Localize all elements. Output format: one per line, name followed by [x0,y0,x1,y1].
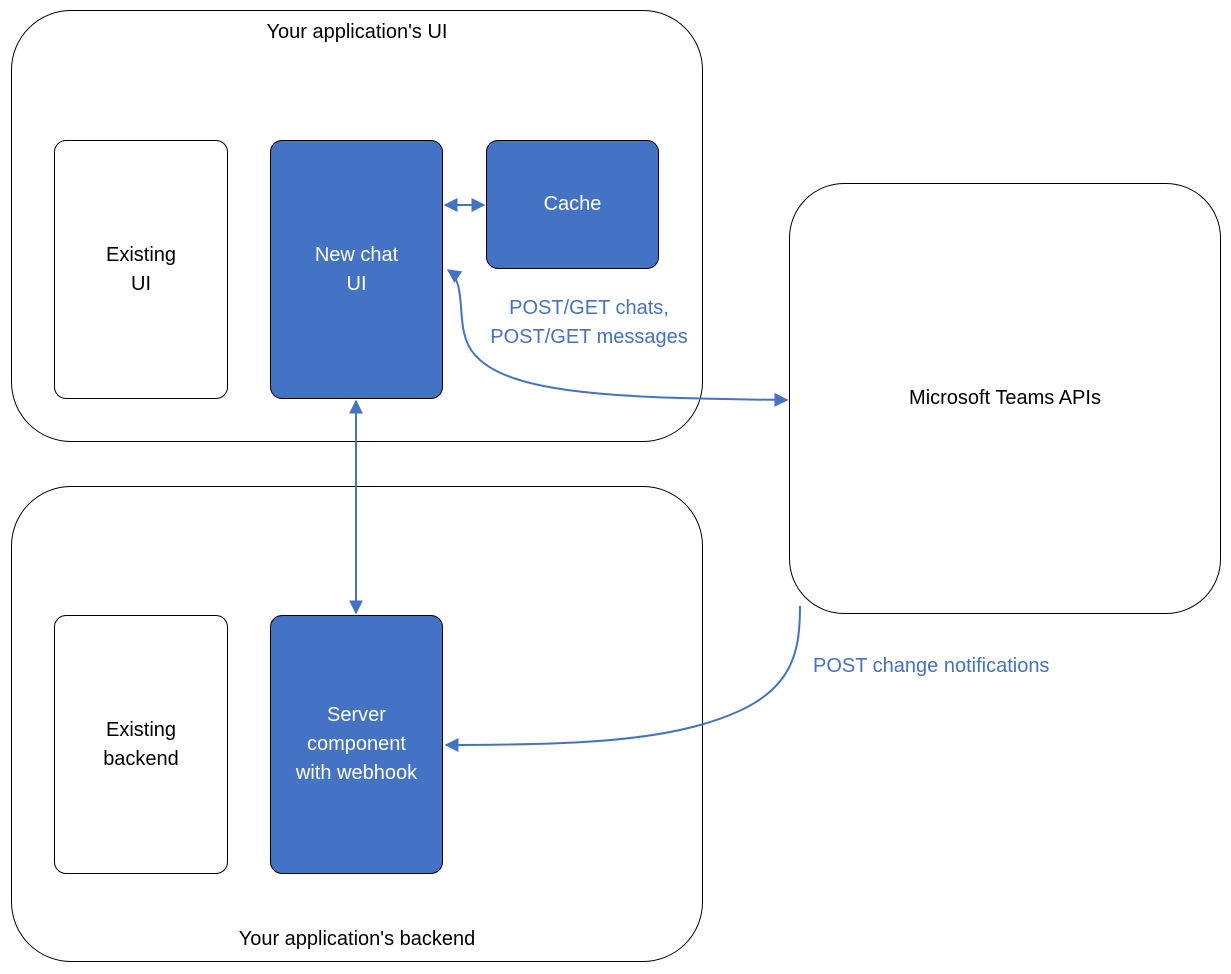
new-chat-ui-box: New chat UI [270,140,443,399]
ui-container-title: Your application's UI [266,21,448,43]
teams-server-edge-label: POST change notifications [813,655,1050,677]
teams-apis-box: Microsoft Teams APIs [789,183,1221,614]
existing-ui-box: Existing UI [54,140,228,399]
server-component-box: Server component with webhook [270,615,443,874]
ui-teams-edge-label: POST/GET chats, POST/GET messages [490,297,688,348]
existing-backend-box: Existing backend [54,615,228,874]
cache-box: Cache [486,140,659,269]
backend-container-title: Your application's backend [238,928,476,950]
